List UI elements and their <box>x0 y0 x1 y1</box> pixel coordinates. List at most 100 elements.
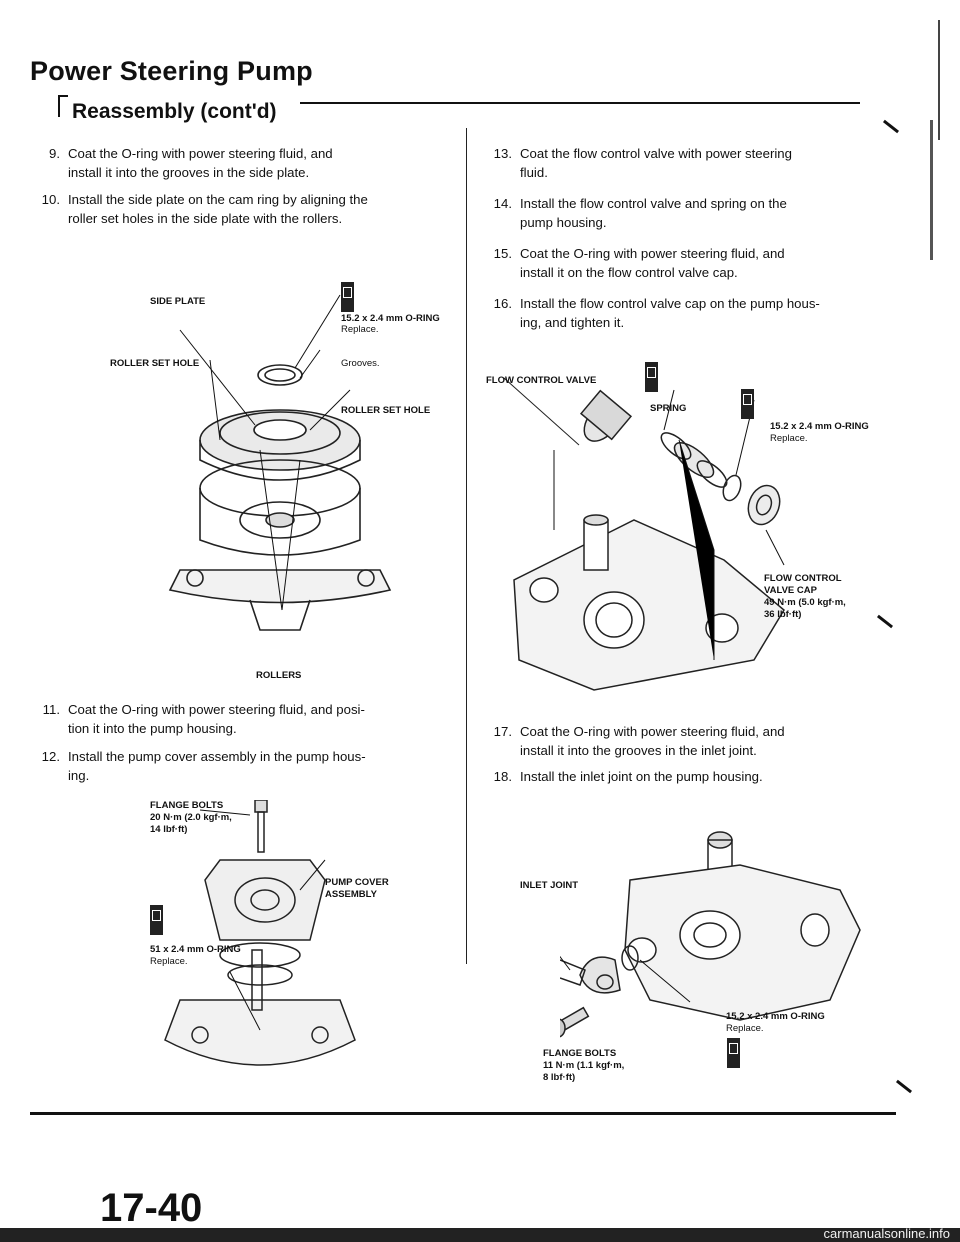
corner-mark <box>895 1079 913 1094</box>
oring-label: 51 x 2.4 mm O-RING <box>150 944 241 955</box>
spring-drawing <box>673 442 715 478</box>
power-steering-fluid-icon <box>727 1038 740 1068</box>
subtitle-bracket-lead <box>58 95 68 97</box>
step-line: Install the flow control valve cap on th… <box>520 296 820 311</box>
inlet-joint-figure <box>560 831 861 1038</box>
subtitle-rule <box>300 102 860 104</box>
step-16: 16. Install the flow control valve cap o… <box>486 294 886 334</box>
pump-housing-drawing <box>513 519 785 691</box>
step-line: ing, and tighten it. <box>520 315 625 330</box>
step-number: 10. <box>41 192 60 207</box>
pump-cover-figure <box>164 800 356 1066</box>
replace-note: Replace. <box>770 433 808 444</box>
step-line: Install the inlet joint on the pump hous… <box>520 769 763 784</box>
rollers-label: ROLLERS <box>256 670 302 681</box>
step-line: fluid. <box>520 165 548 180</box>
step-text: Install the side plate on the cam ring b… <box>68 190 368 228</box>
watermark: carmanualsonline.info <box>823 1226 950 1241</box>
oring-label: 15.2 x 2.4 mm O-RING <box>726 1011 825 1022</box>
replace-note: Replace. <box>726 1023 764 1034</box>
step-number: 15. <box>493 246 512 261</box>
step-text: Coat the O-ring with power steering flui… <box>520 244 785 282</box>
step-number: 14. <box>493 196 512 211</box>
step-9: 9. Coat the O-ring with power steering f… <box>34 144 454 184</box>
oring-drawing <box>722 474 742 502</box>
step-18: 18. Install the inlet joint on the pump … <box>486 767 886 789</box>
step-text: Install the flow control valve cap on th… <box>520 294 820 332</box>
step-text: Install the flow control valve and sprin… <box>520 194 787 232</box>
step-number: 16. <box>493 296 512 311</box>
step-text: Install the pump cover assembly in the p… <box>68 747 366 785</box>
column-divider <box>466 128 467 964</box>
step-line: install it into the grooves in the inlet… <box>520 743 757 758</box>
valve-cap-label: FLOW CONTROL <box>764 573 842 584</box>
step-text: Coat the flow control valve with power s… <box>520 144 792 182</box>
page-number: 17-40 <box>100 1186 203 1230</box>
step-line: tion it into the pump housing. <box>68 721 237 736</box>
step-line: install it into the grooves in the side … <box>68 165 310 180</box>
oring-drawing <box>621 945 639 971</box>
side-plate-figure <box>168 294 392 631</box>
step-14: 14. Install the flow control valve and s… <box>486 194 886 234</box>
step-line: Coat the O-ring with power steering flui… <box>68 146 333 161</box>
power-steering-fluid-icon <box>645 362 658 392</box>
step-text: Coat the O-ring with power steering flui… <box>68 144 333 182</box>
step-number: 13. <box>493 146 512 161</box>
torque-spec: 8 lbf·ft) <box>543 1072 576 1083</box>
subtitle-bracket <box>58 95 60 117</box>
flow-control-valve-figure <box>503 377 785 691</box>
inlet-joint-label: INLET JOINT <box>520 880 579 891</box>
valve-cap-drawing <box>747 484 781 526</box>
replace-note: Replace. <box>150 956 188 967</box>
step-line: Coat the O-ring with power steering flui… <box>520 246 785 261</box>
footer-rule <box>30 1112 896 1115</box>
pump-cover-drawing <box>204 859 326 941</box>
scan-artifact <box>930 120 933 260</box>
scan-bottom-edge <box>0 1228 960 1242</box>
power-steering-fluid-icon <box>741 389 754 419</box>
torque-spec: 14 lbf·ft) <box>150 824 188 835</box>
power-steering-fluid-icon <box>150 905 163 935</box>
step-number: 18. <box>493 769 512 784</box>
roller-set-hole-label: ROLLER SET HOLE <box>110 358 200 369</box>
step-11: 11. Coat the O-ring with power steering … <box>34 700 454 740</box>
torque-spec: 20 N·m (2.0 kgf·m, <box>150 812 232 823</box>
spring-label: SPRING <box>650 403 687 414</box>
step-number: 12. <box>41 749 60 764</box>
torque-spec: 49 N·m (5.0 kgf·m, <box>764 597 846 608</box>
step-line: ing. <box>68 768 90 783</box>
step-17: 17. Coat the O-ring with power steering … <box>486 722 886 762</box>
step-15: 15. Coat the O-ring with power steering … <box>486 244 886 284</box>
step-text: Install the inlet joint on the pump hous… <box>520 767 763 786</box>
page-title: Power Steering Pump <box>30 56 313 86</box>
step-line: Coat the O-ring with power steering flui… <box>520 724 785 739</box>
step-line: Install the side plate on the cam ring b… <box>68 192 368 207</box>
torque-spec: 11 N·m (1.1 kgf·m, <box>543 1060 625 1071</box>
pump-cover-label: ASSEMBLY <box>325 889 377 900</box>
step-line: Coat the O-ring with power steering flui… <box>68 702 365 717</box>
torque-spec: 36 lbf·ft) <box>764 609 802 620</box>
step-line: Install the flow control valve and sprin… <box>520 196 787 211</box>
step-number: 11. <box>42 702 60 717</box>
roller-set-hole-label: ROLLER SET HOLE <box>341 405 431 416</box>
oring-label: 15.2 x 2.4 mm O-RING <box>341 313 440 324</box>
oring-label: 15.2 x 2.4 mm O-RING <box>770 421 869 432</box>
valve-cap-label: VALVE CAP <box>764 585 817 596</box>
step-line: Coat the flow control valve with power s… <box>520 146 792 161</box>
step-text: Coat the O-ring with power steering flui… <box>68 700 365 738</box>
step-number: 17. <box>493 724 512 739</box>
step-text: Coat the O-ring with power steering flui… <box>520 722 785 760</box>
step-13: 13. Coat the flow control valve with pow… <box>486 144 886 184</box>
power-steering-fluid-icon <box>341 282 354 312</box>
section-subtitle: Reassembly (cont'd) <box>72 100 277 123</box>
side-plate-label: SIDE PLATE <box>150 296 206 307</box>
pump-cover-label: PUMP COVER <box>325 877 389 888</box>
step-10: 10. Install the side plate on the cam ri… <box>34 190 454 230</box>
oring-drawing <box>219 942 301 968</box>
inlet-joint-drawing <box>579 956 621 994</box>
step-line: roller set holes in the side plate with … <box>68 211 343 226</box>
step-line: install it on the flow control valve cap… <box>520 265 738 280</box>
pump-housing-drawing <box>624 864 861 1021</box>
scan-artifact <box>938 20 940 140</box>
step-number: 9. <box>49 146 60 161</box>
